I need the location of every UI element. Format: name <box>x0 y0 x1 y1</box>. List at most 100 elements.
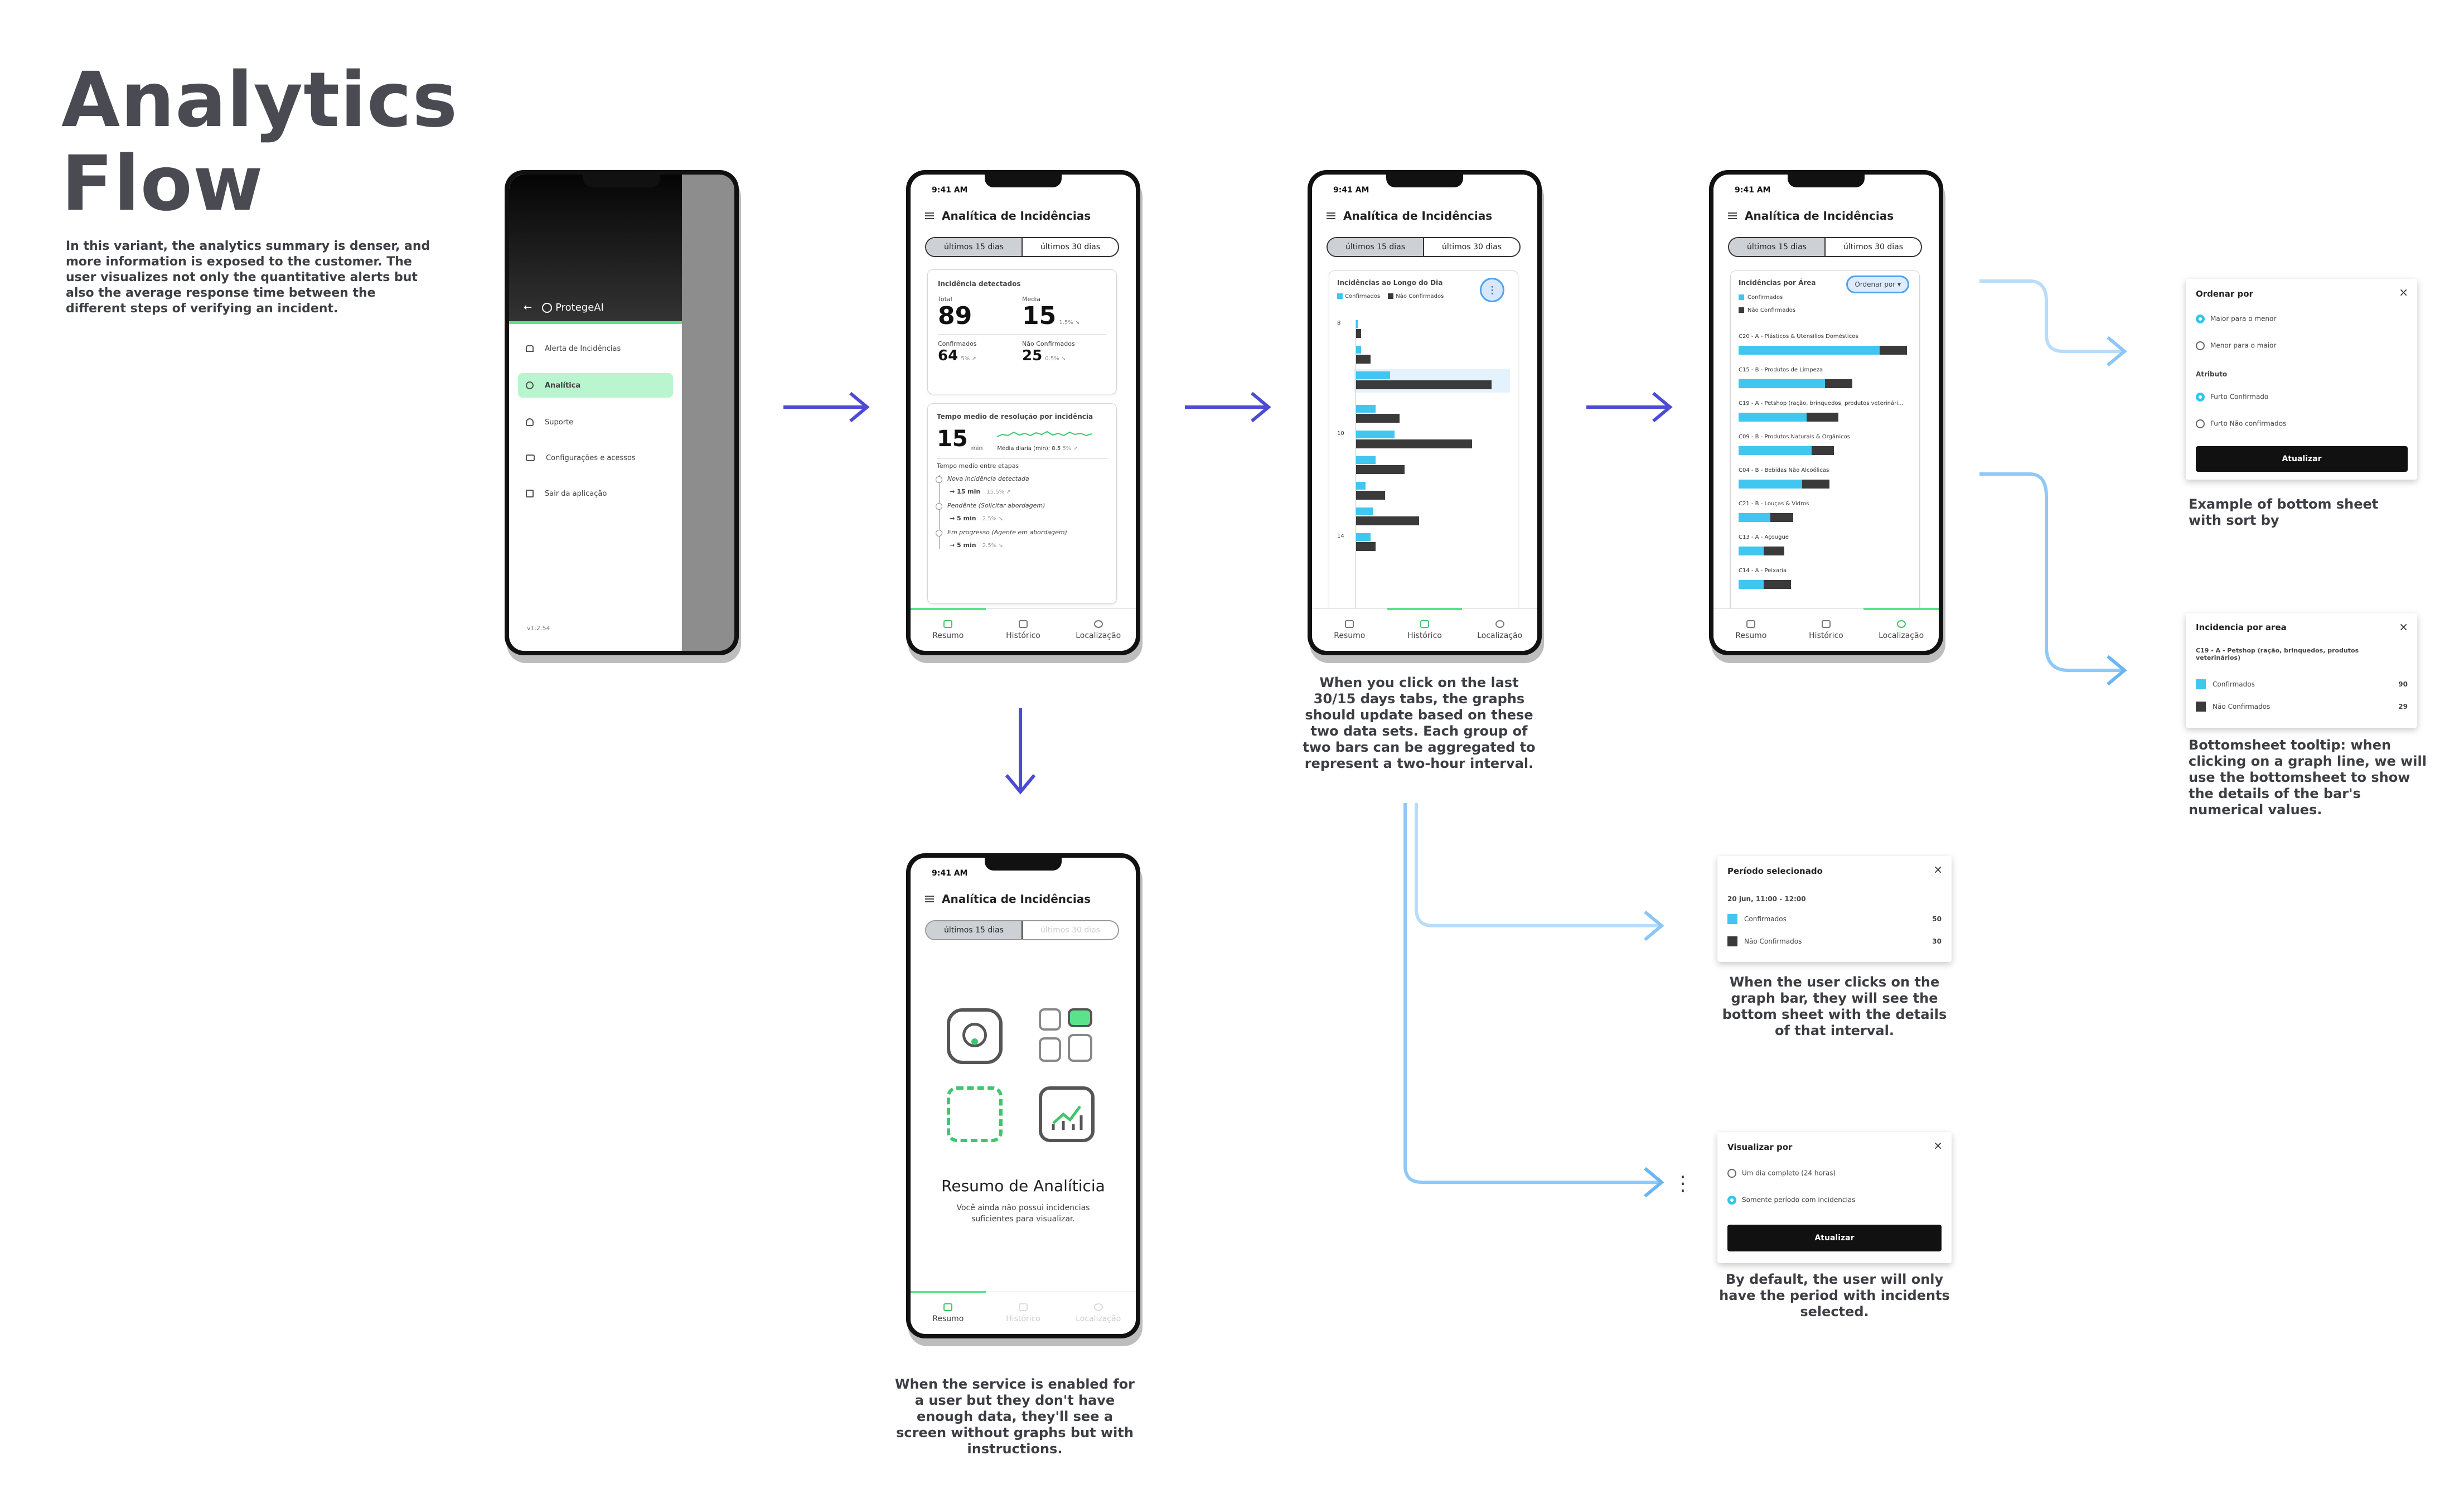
area-label: C20 - A - Plásticos & Utensílios Domésti… <box>1739 333 1858 340</box>
stat-label: Confirmados <box>938 340 977 347</box>
bar-area-not-confirmed[interactable] <box>1763 580 1791 589</box>
step-name: Em progresso (Agente em abordagem) <box>947 529 1067 536</box>
update-button[interactable]: Atualizar <box>1727 1225 1942 1251</box>
more-options-icon[interactable]: ⋮ <box>1480 278 1504 302</box>
menu-item-settings[interactable]: Configurações e acessos <box>518 447 673 469</box>
menu-icon[interactable] <box>925 212 934 219</box>
value: 29 <box>2398 703 2408 710</box>
bar-confirmed[interactable] <box>1356 533 1371 541</box>
bar-area-confirmed[interactable] <box>1739 580 1764 589</box>
bar-confirmed[interactable] <box>1356 371 1390 379</box>
bar-confirmed[interactable] <box>1356 507 1373 515</box>
tab-15-days[interactable]: últimos 15 dias <box>1729 238 1826 256</box>
close-icon[interactable]: × <box>2399 286 2408 299</box>
step-time: → 15 min <box>950 488 981 495</box>
menu-item-alerts[interactable]: Alerta de Incidências <box>518 337 673 360</box>
nav-resumo[interactable]: Resumo <box>1312 609 1387 651</box>
nav-historico[interactable]: Histórico <box>986 1292 1061 1334</box>
bar-not-confirmed[interactable] <box>1356 542 1376 551</box>
nav-resumo[interactable]: Resumo <box>1713 609 1789 651</box>
radio[interactable] <box>2196 341 2205 350</box>
stat-confirmed: 64 <box>938 347 959 364</box>
nav-label: Resumo <box>1334 631 1366 640</box>
bar-confirmed[interactable] <box>1356 431 1395 438</box>
bar-area-not-confirmed[interactable] <box>1879 346 1907 355</box>
daily-delta: 5% ↗ <box>1062 446 1078 452</box>
menu-item-analytics[interactable]: Analítica <box>518 373 673 398</box>
bar-confirmed[interactable] <box>1356 320 1358 328</box>
radio[interactable] <box>2196 419 2205 428</box>
menu-icon[interactable] <box>925 896 934 902</box>
bar-not-confirmed[interactable] <box>1356 380 1492 389</box>
bar-not-confirmed[interactable] <box>1356 355 1371 364</box>
menu-item-support[interactable]: Suporte <box>518 411 673 433</box>
value: 90 <box>2398 680 2408 688</box>
note-tabs: When you click on the last 30/15 days ta… <box>1303 675 1536 771</box>
bar-area-confirmed[interactable] <box>1739 379 1825 388</box>
nav-label: Resumo <box>1735 631 1767 640</box>
radio[interactable] <box>1727 1169 1736 1178</box>
dashed-frame-icon <box>947 1086 1003 1142</box>
bar-area-not-confirmed[interactable] <box>1825 379 1852 388</box>
radio-selected[interactable] <box>1727 1196 1736 1205</box>
menu-item-logout[interactable]: Sair da aplicação <box>518 482 673 505</box>
bar-confirmed[interactable] <box>1356 405 1376 413</box>
bar-area-confirmed[interactable] <box>1739 547 1764 555</box>
bar-not-confirmed[interactable] <box>1356 414 1400 423</box>
radio-selected[interactable] <box>2196 393 2205 402</box>
bar-not-confirmed[interactable] <box>1356 516 1419 525</box>
nav-localizacao[interactable]: Localização <box>1462 609 1537 651</box>
step-dot <box>936 476 942 483</box>
bar-area-not-confirmed[interactable] <box>1770 513 1793 522</box>
bar-area-confirmed[interactable] <box>1739 480 1803 489</box>
nav-historico[interactable]: Histórico <box>1789 609 1864 651</box>
bar-not-confirmed[interactable] <box>1356 329 1361 338</box>
bar-area-confirmed[interactable] <box>1739 446 1812 455</box>
tab-30-days[interactable]: últimos 30 dias <box>1040 926 1100 935</box>
update-button[interactable]: Atualizar <box>2196 446 2408 472</box>
tab-15-days[interactable]: últimos 15 dias <box>1328 238 1424 256</box>
bar-confirmed[interactable] <box>1356 456 1376 464</box>
bar-not-confirmed[interactable] <box>1356 439 1472 448</box>
back-arrow-icon[interactable]: ← <box>524 302 533 313</box>
sort-button[interactable]: Ordenar por ▾ <box>1846 275 1909 293</box>
close-icon[interactable]: × <box>2399 620 2408 634</box>
tab-30-days[interactable]: últimos 30 dias <box>1040 243 1100 252</box>
bar-not-confirmed[interactable] <box>1356 465 1405 474</box>
sparkline <box>997 431 1092 437</box>
bar-area-confirmed[interactable] <box>1739 346 1880 355</box>
steps-title: Tempo medio entre etapas <box>937 458 1107 470</box>
menu-icon[interactable] <box>1327 212 1335 219</box>
bar-not-confirmed[interactable] <box>1356 491 1385 500</box>
nav-localizacao[interactable]: Localização <box>1061 609 1136 651</box>
radio-selected[interactable] <box>2196 315 2205 323</box>
bar-area-confirmed[interactable] <box>1739 413 1807 422</box>
bar-confirmed[interactable] <box>1356 346 1361 354</box>
nav-historico[interactable]: Histórico <box>1387 608 1463 651</box>
nav-historico[interactable]: Histórico <box>986 609 1061 651</box>
nav-localizacao[interactable]: Localização <box>1061 1292 1136 1334</box>
bar-area-not-confirmed[interactable] <box>1811 446 1834 455</box>
nav-localizacao[interactable]: Localização <box>1863 608 1939 651</box>
pin-icon <box>1896 620 1906 628</box>
note-default: By default, the user will only have the … <box>1719 1272 1950 1319</box>
nav-resumo[interactable]: Resumo <box>911 1291 986 1334</box>
intro-text: In this variant, the analytics summary i… <box>66 239 430 316</box>
bar-area-not-confirmed[interactable] <box>1802 480 1830 489</box>
bar-area-not-confirmed[interactable] <box>1763 547 1784 555</box>
step-item: Nova incidência detectada→ 15 min 15.5% … <box>936 475 1107 495</box>
bar-area-confirmed[interactable] <box>1739 513 1771 522</box>
tab-30-days[interactable]: últimos 30 dias <box>1843 243 1903 252</box>
area-label: C19 - A - Petshop (ração, brinquedos, pr… <box>1739 400 1906 407</box>
menu-icon[interactable] <box>1728 212 1737 219</box>
step-dot <box>936 530 942 536</box>
tab-30-days[interactable]: últimos 30 dias <box>1441 243 1502 252</box>
close-icon[interactable]: × <box>1933 1139 1943 1152</box>
tab-15-days[interactable]: últimos 15 dias <box>926 921 1023 939</box>
tab-15-days[interactable]: últimos 15 dias <box>926 238 1023 256</box>
bar-confirmed[interactable] <box>1356 482 1366 490</box>
close-icon[interactable]: × <box>1933 863 1943 876</box>
bar-area-not-confirmed[interactable] <box>1807 413 1839 422</box>
nav-resumo[interactable]: Resumo <box>911 608 986 651</box>
